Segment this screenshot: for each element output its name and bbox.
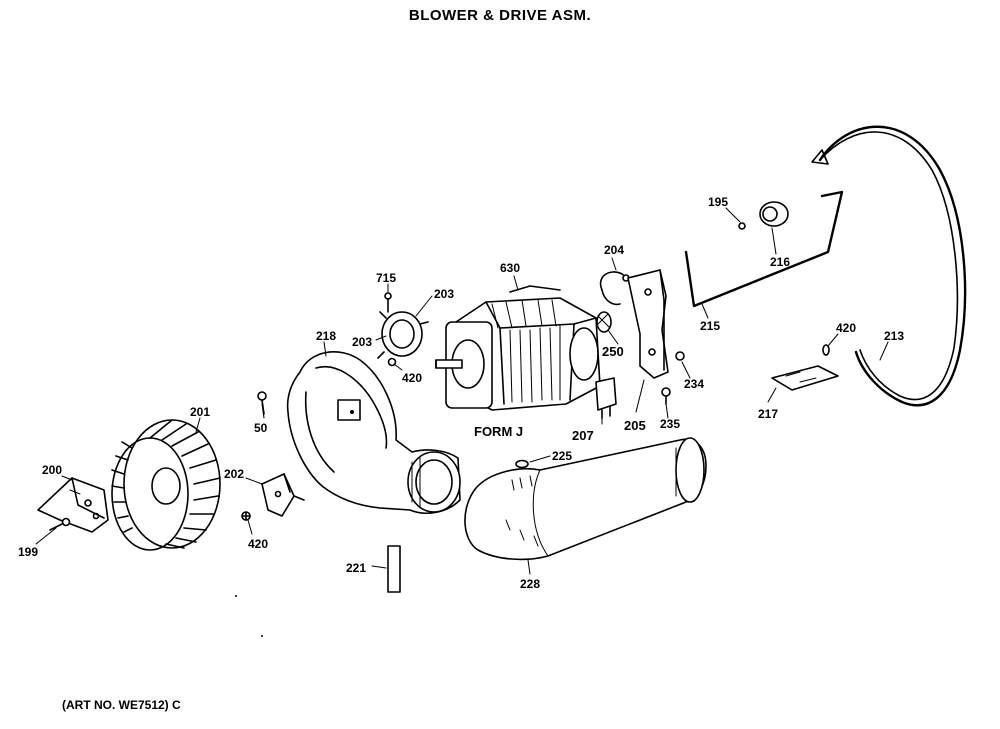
- label-207: 207: [572, 428, 594, 443]
- label-217: 217: [758, 407, 778, 421]
- label-221: 221: [346, 561, 366, 575]
- screw-50-part: [257, 391, 267, 415]
- label-213: 213: [884, 329, 904, 343]
- drive-motor-part: [435, 285, 601, 411]
- part-labels: 200 199 201 202 420 50 218 715 203 203 4…: [18, 195, 904, 591]
- label-216: 216: [770, 255, 790, 269]
- idler-pulley-part: [759, 201, 789, 227]
- screw-225-part: [515, 459, 529, 469]
- label-201: 201: [190, 405, 210, 419]
- screw-195-part: [738, 222, 746, 230]
- label-630: 630: [500, 261, 520, 275]
- blower-housing-part: [286, 351, 461, 514]
- blower-bracket-part: [261, 473, 305, 517]
- idler-arm-part: [684, 190, 844, 308]
- screw-420-lower-part: [241, 511, 251, 521]
- screw-420-right-part: [822, 344, 830, 356]
- label-203-top: 203: [434, 287, 454, 301]
- screw-part: [49, 517, 71, 531]
- switch-part: [595, 377, 617, 419]
- harness-part: [599, 271, 635, 306]
- label-205: 205: [624, 418, 646, 433]
- label-218: 218: [316, 329, 336, 343]
- leader-lines: [35, 207, 889, 575]
- belt-guide-part: [771, 365, 839, 391]
- label-195: 195: [708, 195, 728, 209]
- label-202: 202: [224, 467, 244, 481]
- screw-234-part: [675, 351, 685, 361]
- label-203-left: 203: [352, 335, 372, 349]
- blower-wheel-part: [111, 419, 221, 551]
- label-250: 250: [602, 344, 624, 359]
- seal-strip-part: [387, 545, 401, 593]
- label-215: 215: [700, 319, 720, 333]
- drive-belt-part: [811, 125, 967, 407]
- label-200: 200: [42, 463, 62, 477]
- label-204: 204: [604, 243, 624, 257]
- motor-bracket-part: [377, 292, 429, 367]
- label-715: 715: [376, 271, 396, 285]
- label-420-right: 420: [836, 321, 856, 335]
- label-234: 234: [684, 377, 704, 391]
- screw-235-part: [661, 387, 671, 405]
- exhaust-duct-part: [464, 437, 707, 561]
- label-235: 235: [660, 417, 680, 431]
- art-number-footer: (ART NO. WE7512) C: [62, 698, 181, 712]
- form-label: FORM J: [474, 424, 523, 439]
- motor-pulley-part: [596, 311, 612, 333]
- label-50: 50: [254, 421, 268, 435]
- diagram-title: BLOWER & DRIVE ASM.: [408, 7, 592, 24]
- fan-bracket-part: [37, 477, 109, 533]
- label-420-middle: 420: [402, 371, 422, 385]
- label-199: 199: [18, 545, 38, 559]
- motor-mount-bracket-part: [627, 269, 669, 379]
- label-225: 225: [552, 449, 572, 463]
- label-228: 228: [520, 577, 540, 591]
- label-420-lower: 420: [248, 537, 268, 551]
